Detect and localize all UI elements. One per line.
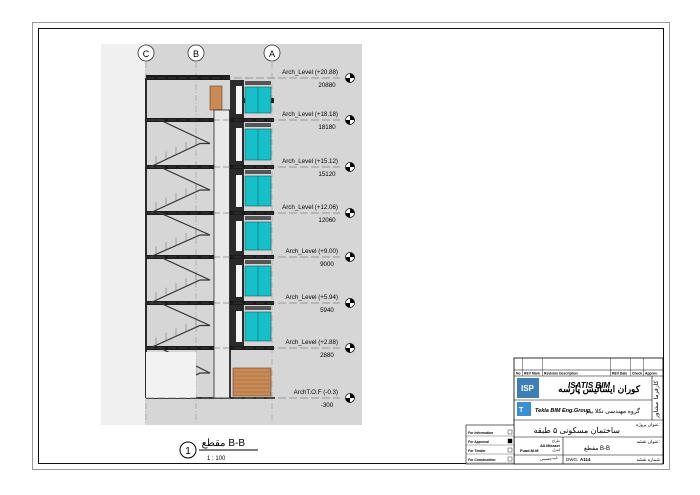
- grid-label: C: [143, 49, 150, 59]
- rev-header-cell: REV Mark: [524, 372, 540, 376]
- rev-header-cell: Approv.: [645, 372, 658, 376]
- employer-label: کارفرما: [653, 380, 660, 399]
- view-number-circle: [179, 441, 197, 459]
- level-name: ArchT.O.F (-0.3): [294, 389, 338, 396]
- floor-slab: [146, 165, 274, 169]
- svg-text:T: T: [519, 407, 524, 414]
- purpose-checkbox[interactable]: [507, 447, 513, 453]
- grid-label: A: [269, 49, 275, 59]
- tekla-logo-icon: [517, 402, 531, 416]
- level-name: Arch_Level (+5.94): [286, 294, 338, 301]
- consultant-label: مشاور: [653, 402, 660, 419]
- row-label-checker: کنترل: [552, 447, 561, 452]
- purpose-checkbox[interactable]: [507, 429, 513, 435]
- grid-bubble: [187, 44, 205, 62]
- purpose-option: For Tender: [468, 449, 486, 453]
- company-name: ISATIS BIM: [568, 381, 610, 390]
- level-name: Arch_Level (+18.18): [282, 111, 338, 118]
- approved-by: حسینی: [540, 456, 552, 461]
- view-scale: 1 : 100: [207, 456, 226, 462]
- purpose-checkbox[interactable]: [507, 438, 513, 444]
- row-label-approver: تایید: [552, 455, 558, 460]
- view-number: 1: [185, 446, 191, 457]
- rev-header-cell: REV Date: [612, 372, 627, 376]
- view-name: مقطع B-B: [202, 438, 246, 449]
- level-elevation: 18180: [318, 124, 336, 131]
- stair-flight: [149, 279, 210, 304]
- floor-slab: [146, 255, 274, 259]
- level-target-icon: [345, 162, 355, 172]
- grid-label: B: [193, 49, 199, 59]
- group-persian-name: گروه مهندسی تکلا بیم: [586, 407, 640, 415]
- grid-bubble: [137, 44, 155, 62]
- floor-slab: [146, 346, 274, 350]
- level-target-icon: [345, 343, 355, 353]
- level-target-icon: [345, 252, 355, 262]
- dwg-number-label: DWG:: [566, 457, 578, 462]
- level-name: Arch_Level (+20.88): [282, 69, 338, 76]
- floor-slab: [146, 118, 274, 122]
- stair-flight: [149, 234, 210, 258]
- level-name: Arch_Level (+15.12): [282, 158, 338, 165]
- drawing-title-label: عنوان نقشه:: [637, 439, 660, 445]
- level-elevation: 5940: [320, 307, 334, 314]
- drawing-sheet-frame: [38, 28, 664, 464]
- company-persian-name: کوران ایساتیس پارسه: [558, 384, 641, 395]
- floor-slab: [146, 211, 274, 215]
- roof-door: [209, 85, 223, 111]
- svg-text:ISP: ISP: [521, 384, 535, 393]
- group-name: Tekla BIM Eng.Group: [535, 408, 591, 414]
- level-target-icon: [345, 208, 355, 218]
- purpose-option: For Information: [468, 431, 493, 435]
- level-elevation: 20880: [318, 82, 336, 89]
- level-name: Arch_Level (+12.06): [282, 204, 338, 211]
- building-section: [145, 75, 275, 399]
- checked-by: Ali.Mirzaei: [540, 443, 560, 448]
- level-target-icon: [345, 73, 355, 83]
- designed-by: Fuad.M.M: [520, 448, 539, 453]
- entrance-door: [232, 367, 272, 397]
- level-elevation: 12060: [318, 217, 336, 224]
- purpose-option: For Approval: [468, 440, 489, 444]
- level-name: Arch_Level (+2.88): [286, 339, 338, 346]
- level-elevation: 9000: [320, 261, 334, 268]
- purpose-option: For Construction: [468, 458, 496, 462]
- purpose-checkbox[interactable]: [507, 456, 513, 462]
- level-elevation: -300: [321, 402, 334, 409]
- dwg-number: A114: [580, 457, 591, 462]
- stair-flight: [149, 324, 210, 349]
- grid-bubble: [263, 44, 281, 62]
- project-title: ساختمان مسکونی ۵ طبقه: [534, 426, 621, 435]
- row-label-designer: طراح: [552, 438, 560, 443]
- drawing-number-label: شماره نقشه: [637, 457, 661, 463]
- level-elevation: 15120: [318, 171, 336, 178]
- rev-header-cell: Revision Description: [544, 372, 578, 376]
- rev-header-cell: No: [516, 372, 521, 376]
- level-target-icon: [345, 298, 355, 308]
- stair-flight: [149, 142, 210, 168]
- view-title: 1 مقطع B-B 1 : 100: [179, 438, 258, 462]
- rev-header-cell: Check: [632, 372, 642, 376]
- isatis-logo-icon: [517, 378, 539, 398]
- level-target-icon: [345, 115, 355, 125]
- floor-slab: [146, 301, 274, 305]
- drawing-title: مقطع B-B: [584, 445, 610, 452]
- level-target-icon: [345, 393, 355, 403]
- level-name: Arch_Level (+9.00): [286, 248, 338, 255]
- elevator-shaft: [213, 109, 231, 399]
- project-title-label: عنوان پروژه:: [636, 422, 660, 428]
- level-elevation: 2880: [320, 352, 334, 359]
- stair-flight: [149, 189, 210, 214]
